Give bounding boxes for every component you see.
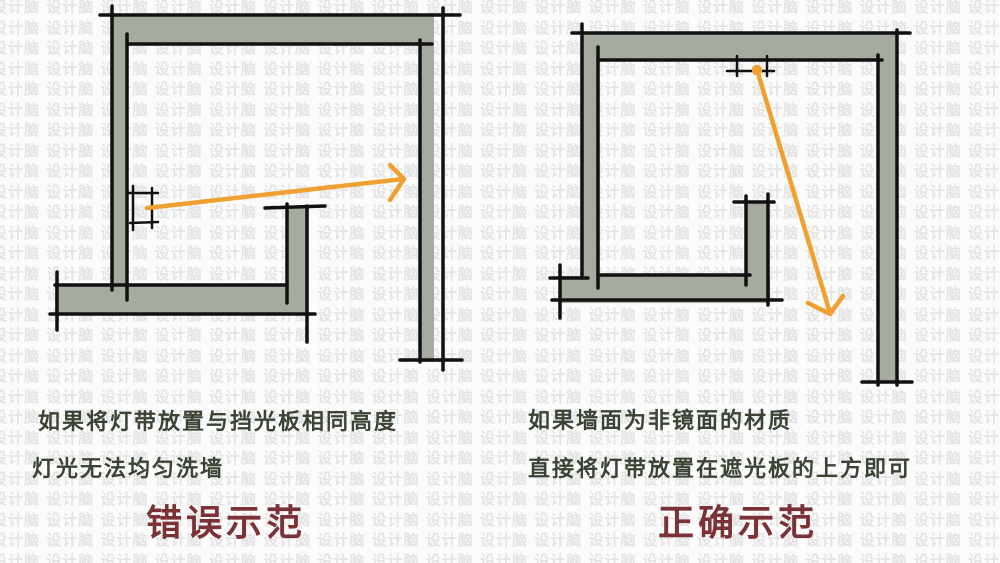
right-caption-line2: 直接将灯带放置在遮光板的上方即可 xyxy=(528,457,913,482)
left-light-fixture xyxy=(126,184,160,232)
watermark-row: 设计脑 设计脑 设计脑 设计脑 设计脑 设计脑 设计脑 设计脑 设计脑 设计脑 … xyxy=(0,428,1000,447)
left-caption-line1: 如果将灯带放置与挡光板相同高度 xyxy=(38,410,399,435)
watermark-row: 设计脑 设计脑 设计脑 设计脑 设计脑 设计脑 设计脑 设计脑 设计脑 设计脑 … xyxy=(0,162,1000,180)
right-wall-lines xyxy=(548,22,914,387)
watermark-row: 设计脑 设计脑 设计脑 设计脑 设计脑 设计脑 设计脑 设计脑 设计脑 设计脑 … xyxy=(0,346,1000,365)
watermark-row: 设计脑 设计脑 设计脑 设计脑 设计脑 设计脑 设计脑 设计脑 设计脑 设计脑 … xyxy=(0,326,1000,344)
watermark-row: 设计脑 设计脑 设计脑 设计脑 设计脑 设计脑 设计脑 设计脑 设计脑 设计脑 … xyxy=(0,551,1000,563)
watermark-row: 设计脑 设计脑 设计脑 设计脑 设计脑 设计脑 设计脑 设计脑 设计脑 设计脑 … xyxy=(0,387,1000,406)
watermark-row: 设计脑 设计脑 设计脑 设计脑 设计脑 设计脑 设计脑 设计脑 设计脑 设计脑 … xyxy=(0,449,1000,467)
right-light-fixture xyxy=(725,54,782,78)
right-light-arrow-icon xyxy=(751,64,846,317)
right-diagram xyxy=(548,22,914,387)
watermark-row: 设计脑 设计脑 设计脑 设计脑 设计脑 设计脑 设计脑 设计脑 设计脑 设计脑 … xyxy=(0,100,1000,119)
watermark-row: 设计脑 设计脑 设计脑 设计脑 设计脑 设计脑 设计脑 设计脑 设计脑 设计脑 … xyxy=(0,0,1000,16)
watermark-row: 设计脑 设计脑 设计脑 设计脑 设计脑 设计脑 设计脑 设计脑 设计脑 设计脑 … xyxy=(0,490,1000,508)
left-wall-lines xyxy=(48,4,464,372)
watermark-row: 设计脑 设计脑 设计脑 设计脑 设计脑 设计脑 设计脑 设计脑 设计脑 设计脑 … xyxy=(0,367,1000,385)
watermark-row: 设计脑 设计脑 设计脑 设计脑 设计脑 设计脑 设计脑 设计脑 设计脑 设计脑 … xyxy=(0,469,1000,488)
watermark-row: 设计脑 设计脑 设计脑 设计脑 设计脑 设计脑 设计脑 设计脑 设计脑 设计脑 … xyxy=(0,59,1000,78)
watermark-row: 设计脑 设计脑 设计脑 设计脑 设计脑 设计脑 设计脑 设计脑 设计脑 设计脑 … xyxy=(0,80,1000,98)
left-light-arrow-icon xyxy=(144,162,407,211)
left-caption-line2: 灯光无法均匀洗墙 xyxy=(32,457,225,482)
left-diagram xyxy=(48,4,464,372)
right-verdict-correct: 正确示范 xyxy=(658,503,819,544)
right-caption-line1: 如果墙面为非镜面的材质 xyxy=(528,409,793,434)
watermark-row: 设计脑 设计脑 设计脑 设计脑 设计脑 设计脑 设计脑 设计脑 设计脑 设计脑 … xyxy=(0,141,1000,160)
watermark-row: 设计脑 设计脑 设计脑 设计脑 设计脑 设计脑 设计脑 设计脑 设计脑 设计脑 … xyxy=(0,531,1000,549)
watermark-row: 设计脑 设计脑 设计脑 设计脑 设计脑 设计脑 设计脑 设计脑 设计脑 设计脑 … xyxy=(0,408,1000,426)
right-wall-fill xyxy=(560,33,897,381)
watermark-row: 设计脑 设计脑 设计脑 设计脑 设计脑 设计脑 设计脑 设计脑 设计脑 设计脑 … xyxy=(0,510,1000,529)
left-wall-fill xyxy=(55,15,434,362)
watermark-row: 设计脑 设计脑 设计脑 设计脑 设计脑 设计脑 设计脑 设计脑 设计脑 设计脑 … xyxy=(0,121,1000,139)
left-verdict-wrong: 错误示范 xyxy=(146,503,307,544)
